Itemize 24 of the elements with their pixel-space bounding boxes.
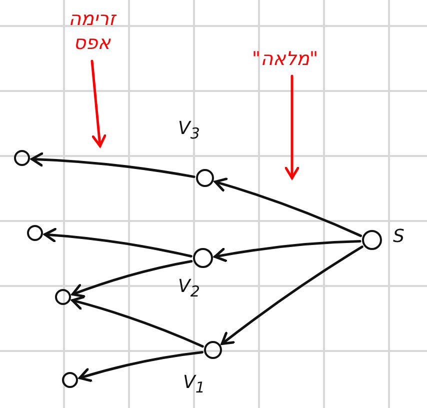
node-label: V$_{1}$ — [183, 372, 205, 397]
arrow — [214, 178, 362, 238]
vertex-circle — [14, 150, 30, 166]
vertex-circle — [196, 169, 214, 187]
arrow — [220, 246, 364, 345]
arrow — [214, 240, 362, 262]
annotation-text: זרימה אפס — [52, 8, 132, 56]
leader-arrow — [284, 74, 300, 180]
vertex-circle — [204, 341, 222, 359]
vertex-circle — [27, 225, 43, 241]
annotation-text: "מלאה" — [225, 48, 345, 72]
arrow — [71, 296, 204, 348]
vertex-circle — [55, 289, 71, 305]
vertex-circle — [193, 248, 213, 268]
arrow — [30, 152, 196, 178]
arrow — [71, 260, 193, 298]
leader-arrow — [90, 60, 106, 148]
node-label: S — [393, 226, 404, 247]
arrow — [78, 351, 204, 382]
arrow — [44, 228, 192, 258]
node-label: V$_{3}$ — [178, 118, 200, 143]
vertex-circle — [62, 372, 78, 388]
source-node — [362, 230, 382, 250]
node-label: V$_{2}$ — [178, 276, 200, 301]
